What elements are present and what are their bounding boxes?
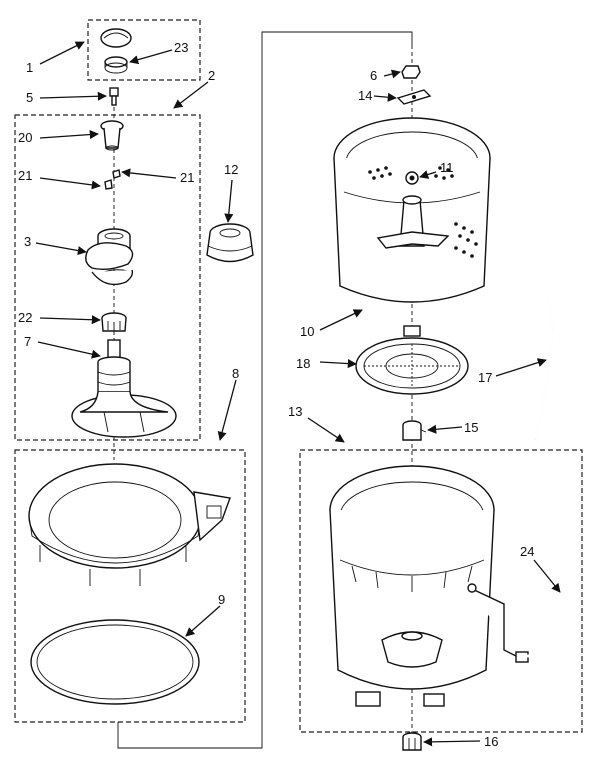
callout-9: 9 <box>218 592 225 607</box>
callout-5: 5 <box>26 90 33 105</box>
group-box-1-23 <box>87 19 201 81</box>
connector-line <box>117 31 413 749</box>
callout-16: 16 <box>484 734 498 749</box>
part-hose <box>467 583 568 663</box>
callout-20: 20 <box>18 130 32 145</box>
callout-7: 7 <box>24 334 31 349</box>
part-outer-tub <box>329 465 495 707</box>
part-bolt <box>109 87 119 106</box>
group-box-2 <box>14 114 201 441</box>
part-gasket <box>30 619 200 705</box>
part-strip <box>535 295 553 441</box>
callout-17: 17 <box>478 370 492 385</box>
part-seal <box>206 223 254 263</box>
callout-14: 14 <box>358 88 372 103</box>
callout-22: 22 <box>18 310 32 325</box>
callout-24: 24 <box>520 544 534 559</box>
callout-23: 23 <box>174 40 188 55</box>
group-box-13 <box>299 449 583 733</box>
part-drain-nut <box>402 732 422 751</box>
part-tub-ring <box>28 463 231 586</box>
part-coupling <box>101 312 127 332</box>
callout-15: 15 <box>464 420 478 435</box>
part-ring <box>104 56 128 74</box>
part-hub-clamp <box>396 89 432 105</box>
callout-8: 8 <box>232 366 239 381</box>
callout-1: 1 <box>26 60 33 75</box>
callout-21-left: 21 <box>18 168 32 183</box>
part-agitator-base <box>71 339 177 438</box>
part-clip <box>104 169 121 190</box>
part-nut <box>401 65 421 79</box>
callout-6: 6 <box>370 68 377 83</box>
part-cam-sleeve <box>100 120 124 151</box>
leader-lines <box>35 41 561 747</box>
callout-2: 2 <box>208 68 215 83</box>
part-drive-bell <box>355 325 469 395</box>
callout-13: 13 <box>288 404 302 419</box>
part-cap <box>100 28 132 48</box>
callout-10: 10 <box>300 324 314 339</box>
callout-3: 3 <box>24 234 31 249</box>
callout-18: 18 <box>296 356 310 371</box>
callout-11: 11 <box>440 160 454 175</box>
callout-21-right: 21 <box>180 170 194 185</box>
part-drive-hub <box>402 420 427 441</box>
callout-12: 12 <box>224 162 238 177</box>
part-auger <box>85 228 134 286</box>
group-box-8 <box>14 449 246 723</box>
part-basket <box>333 117 491 303</box>
